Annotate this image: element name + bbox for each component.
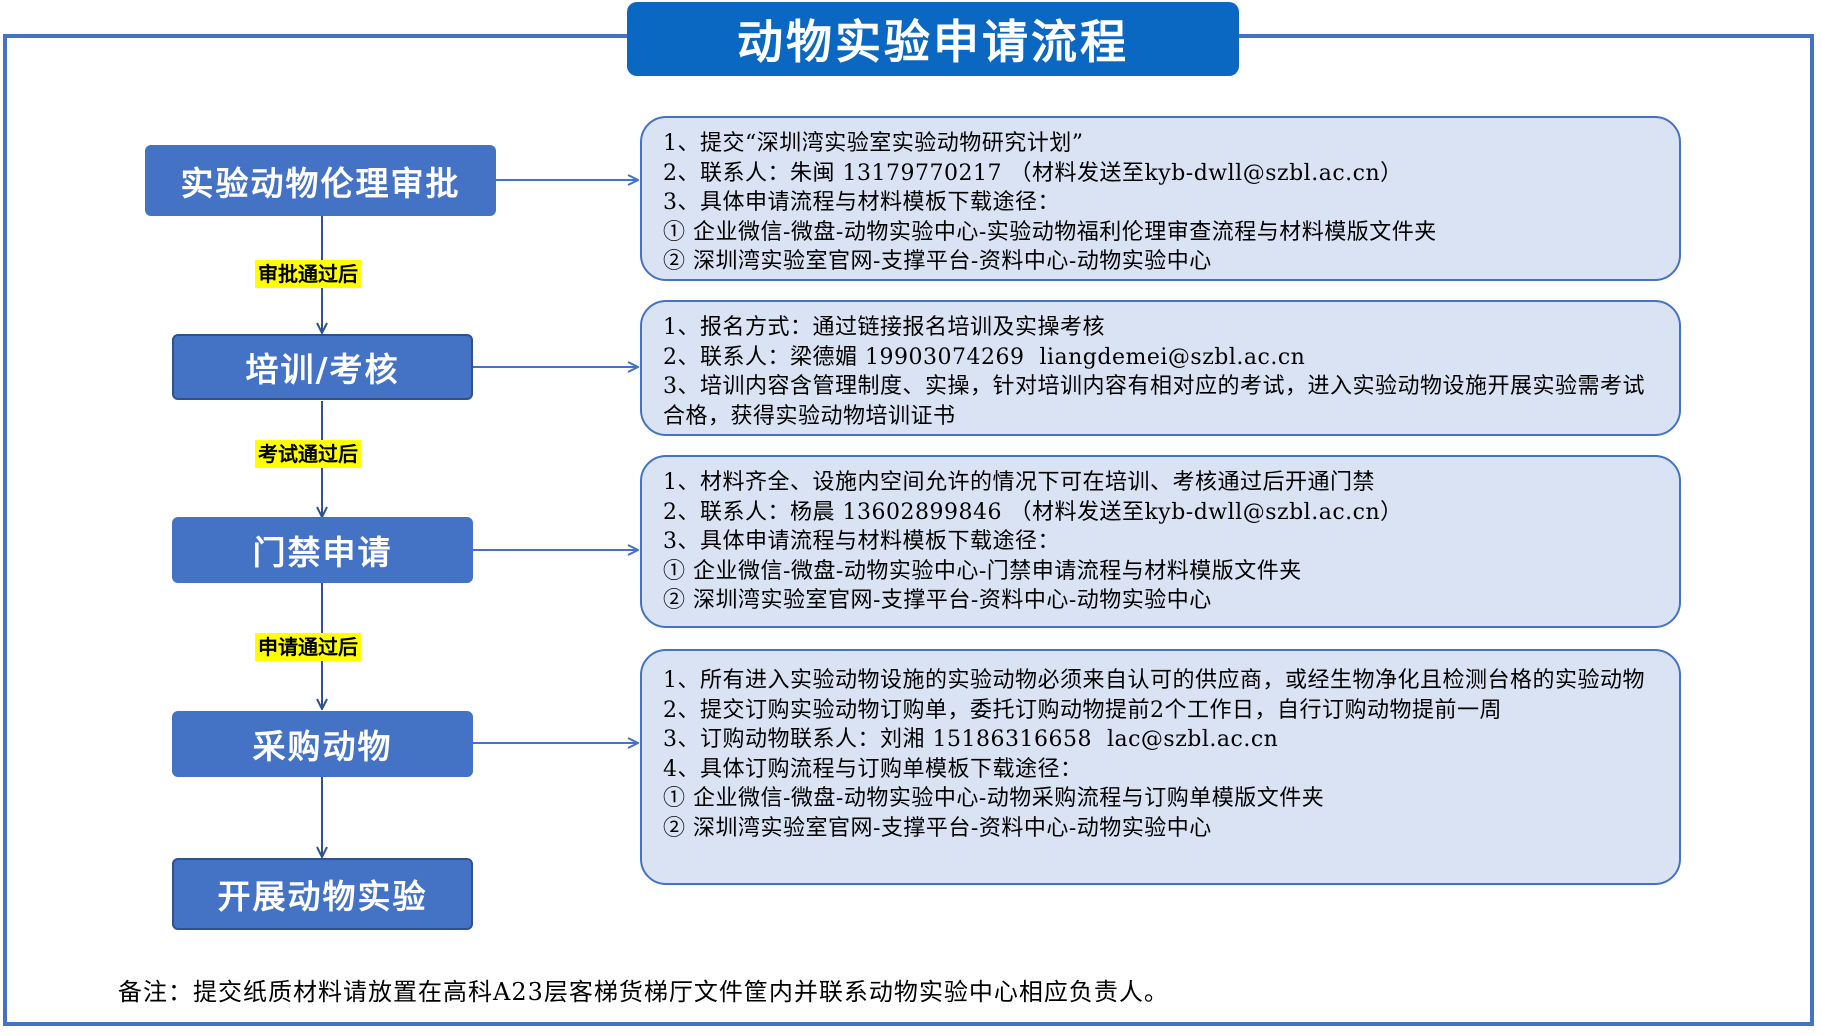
- detail-line: 3、具体申请流程与材料模板下载途径：: [663, 190, 1060, 215]
- detail-line: 2、联系人：梁德媚 19903074269 liangdemei@szbl.ac…: [663, 344, 1306, 370]
- gate-label-exam-passed: 考试通过后: [255, 440, 361, 468]
- step-access-application: 门禁申请: [172, 517, 473, 583]
- footer-note: 备注：提交纸质材料请放置在高科A23层客梯货梯厅文件筐内并联系动物实验中心相应负…: [118, 978, 1169, 1006]
- detail-line: 2、联系人：杨晨 13602899846 （材料发送至kyb-dwll@szbl…: [663, 499, 1403, 525]
- detail-box-access: 1、材料齐全、设施内空间允许的情况下可在培训、考核通过后开通门禁 2、联系人：杨…: [640, 455, 1681, 628]
- detail-line: 2、提交订购实验动物订购单，委托订购动物提前2个工作日，自行订购动物提前一周: [663, 697, 1502, 723]
- step-ethics-approval: 实验动物伦理审批: [145, 145, 496, 216]
- detail-box-purchase: 1、所有进入实验动物设施的实验动物必须来自认可的供应商，或经生物净化且检测台格的…: [640, 649, 1681, 885]
- detail-line: ② 深圳湾实验室官网-支撑平台-资料中心-动物实验中心: [663, 588, 1212, 613]
- step-animal-purchase: 采购动物: [172, 711, 473, 777]
- detail-line: 3、订购动物联系人：刘湘 15186316658 lac@szbl.ac.cn: [663, 727, 1279, 752]
- detail-line: ① 企业微信-微盘-动物实验中心-实验动物福利伦理审查流程与材料模版文件夹: [663, 219, 1437, 245]
- detail-line: 1、所有进入实验动物设施的实验动物必须来自认可的供应商，或经生物净化且检测台格的…: [663, 668, 1646, 693]
- detail-line: ① 企业微信-微盘-动物实验中心-门禁申请流程与材料模版文件夹: [663, 558, 1302, 584]
- page-title: 动物实验申请流程: [627, 2, 1239, 76]
- gate-label-application-passed: 申请通过后: [255, 633, 361, 661]
- detail-line: ① 企业微信-微盘-动物实验中心-动物采购流程与订购单模版文件夹: [663, 786, 1325, 811]
- gate-label-approved: 审批通过后: [255, 260, 361, 288]
- detail-line: 4、具体订购流程与订购单模板下载途径：: [663, 756, 1083, 782]
- detail-box-ethics: 1、提交“深圳湾实验室实验动物研究计划” 2、联系人：朱闽 1317977021…: [640, 116, 1681, 281]
- detail-line: 3、具体申请流程与材料模板下载途径：: [663, 529, 1060, 554]
- detail-line: 2、联系人：朱闽 13179770217 （材料发送至kyb-dwll@szbl…: [663, 160, 1403, 186]
- detail-line: 1、报名方式：通过链接报名培训及实操考核: [663, 315, 1105, 340]
- detail-line: ② 深圳湾实验室官网-支撑平台-资料中心-动物实验中心: [663, 249, 1212, 274]
- step-training-assessment: 培训/考核: [172, 334, 473, 400]
- detail-line: ② 深圳湾实验室官网-支撑平台-资料中心-动物实验中心: [663, 815, 1212, 841]
- step-conduct-experiment: 开展动物实验: [172, 858, 473, 930]
- detail-line: 3、培训内容含管理制度、实操，针对培训内容有相对应的考试，进入实验动物设施开展实…: [663, 374, 1646, 429]
- detail-box-training: 1、报名方式：通过链接报名培训及实操考核 2、联系人：梁德媚 199030742…: [640, 300, 1681, 436]
- detail-line: 1、提交“深圳湾实验室实验动物研究计划”: [663, 131, 1084, 156]
- detail-line: 1、材料齐全、设施内空间允许的情况下可在培训、考核通过后开通门禁: [663, 470, 1375, 495]
